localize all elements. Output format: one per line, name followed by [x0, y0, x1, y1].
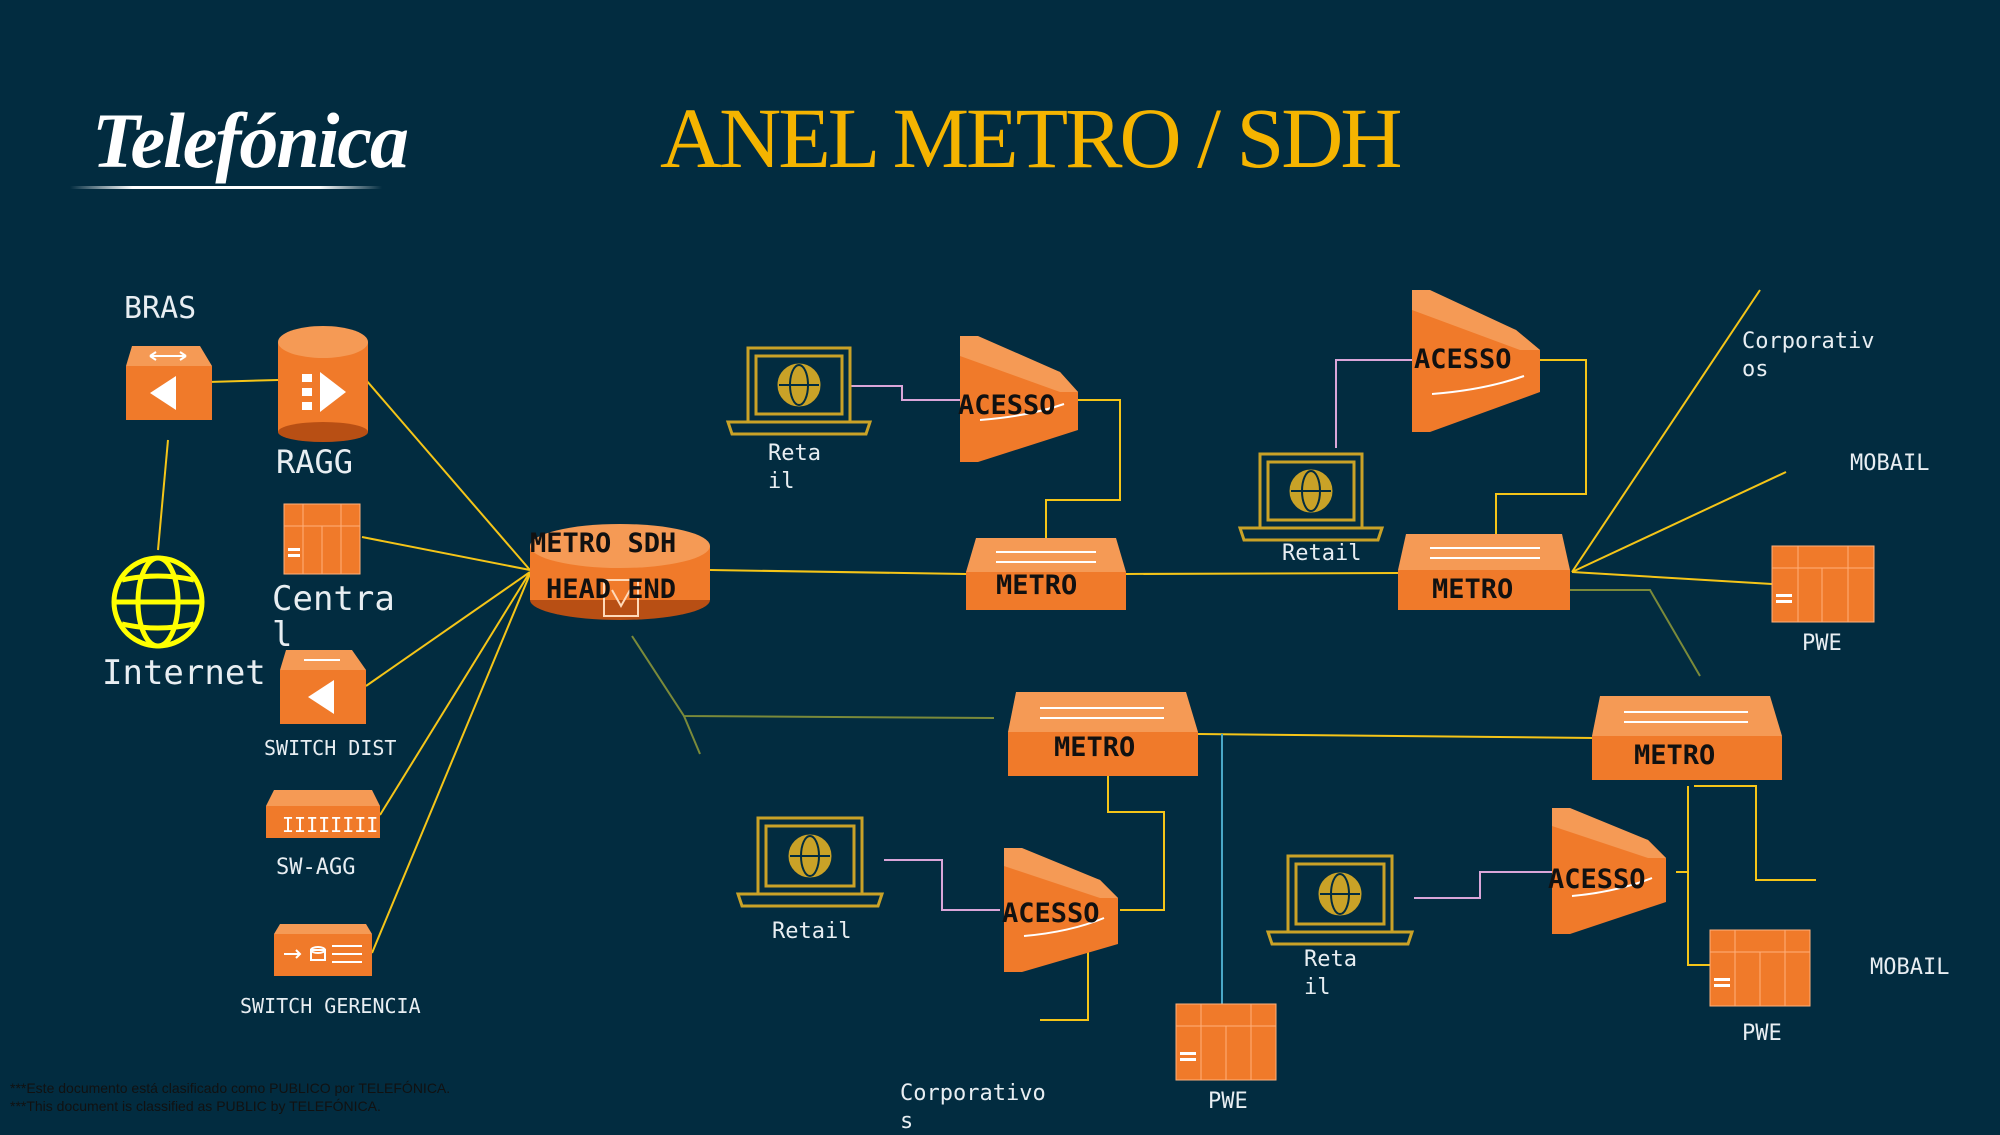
acesso-2-label: ACESSO	[1414, 344, 1512, 375]
logo-underline	[70, 186, 382, 189]
link-headend-metro3-tail	[683, 715, 701, 755]
acesso-1-device-icon[interactable]	[960, 336, 1078, 462]
central-device-icon[interactable]	[283, 503, 361, 575]
acesso-2-device-icon[interactable]	[1412, 290, 1540, 432]
internet-label: Internet	[102, 653, 266, 693]
head-end-label-line1: METRO SDH	[530, 528, 677, 559]
ragg-label: RAGG	[276, 443, 354, 481]
bras-device-icon[interactable]	[126, 346, 212, 420]
switch-gerencia-label: SWITCH GERENCIA	[240, 994, 421, 1018]
link-metro4-mobail	[1694, 785, 1816, 881]
link-ragg-headend	[365, 379, 531, 571]
link-swagg-headend	[379, 571, 531, 816]
retail-2-laptop-icon[interactable]	[1237, 452, 1385, 542]
head-end-label-line2: HEAD END	[546, 574, 677, 605]
link-headend-metro3	[631, 635, 995, 719]
retail-4-label: Reta il	[1304, 947, 1357, 1000]
link-retail3-acesso3	[884, 859, 1000, 911]
retail-2-label: Retail	[1282, 541, 1362, 566]
footer-classification-en: ***This document is classified as PUBLIC…	[10, 1098, 381, 1114]
mobail-bottom-label: MOBAIL	[1870, 955, 1950, 980]
sw-agg-device-icon[interactable]: IIIIIIII	[266, 790, 380, 838]
internet-globe-icon	[111, 555, 205, 649]
pwe-2-device-icon[interactable]	[1709, 929, 1811, 1007]
link-metro2-mobail	[1571, 471, 1787, 573]
retail-4-laptop-icon[interactable]	[1265, 854, 1415, 946]
metro-4-device-icon[interactable]	[1592, 696, 1782, 780]
switch-gerencia-device-icon[interactable]	[274, 924, 372, 976]
ragg-device-icon[interactable]	[278, 326, 368, 442]
telefonica-logo: Telefónica	[92, 97, 409, 184]
metro-sdh-head-end[interactable]	[530, 524, 710, 620]
link-headend-metro1	[709, 569, 967, 575]
link-metro2-pwe	[1571, 571, 1773, 585]
link-metro3-metro4	[1197, 733, 1595, 739]
pwe-3-device-icon[interactable]	[1175, 1003, 1277, 1081]
corporativos-top-label: Corporativ os	[1742, 329, 1875, 382]
link-metro1-acesso1	[1045, 399, 1121, 538]
link-metro2-acesso2	[1495, 359, 1587, 556]
link-metro1-metro2	[1125, 572, 1399, 575]
acesso-3-device-icon[interactable]	[1004, 848, 1118, 972]
metro-2-label: METRO	[1432, 574, 1514, 605]
pwe-1-device-icon[interactable]	[1771, 545, 1875, 623]
link-bras-internet	[157, 439, 169, 551]
acesso-1-label: ACESSO	[958, 390, 1056, 421]
link-bras-ragg	[207, 379, 279, 383]
pwe-2-label: PWE	[1742, 1021, 1782, 1046]
corporativos-bottom-label: Corporativo s	[900, 1081, 1046, 1134]
link-retail4-acesso4	[1414, 871, 1552, 899]
switch-dist-device-icon[interactable]	[280, 650, 366, 724]
mobail-top-label: MOBAIL	[1850, 451, 1930, 476]
retail-3-laptop-icon[interactable]	[735, 816, 885, 908]
link-acesso3-corporativos	[1040, 940, 1089, 1021]
pwe-3-label: PWE	[1208, 1089, 1248, 1114]
switch-dist-label: SWITCH DIST	[264, 736, 397, 760]
metro-3-device-icon[interactable]	[1008, 692, 1198, 776]
link-central-headend	[361, 536, 531, 571]
acesso-3-label: ACESSO	[1002, 898, 1100, 929]
page-title: ANEL METRO / SDH	[660, 90, 1403, 186]
link-metro4-acesso4	[1676, 786, 1689, 873]
link-metro2-corporativos	[1571, 289, 1761, 573]
svg-text:IIIIIIII: IIIIIIII	[282, 813, 378, 837]
footer-classification-es: ***Este documento está clasificado como …	[10, 1080, 451, 1096]
pwe-1-label: PWE	[1802, 631, 1842, 656]
metro-4-label: METRO	[1634, 740, 1716, 771]
link-retail1-acesso1	[850, 385, 960, 401]
metro-3-label: METRO	[1054, 732, 1136, 763]
bras-label: BRAS	[124, 291, 197, 326]
central-label: Centra l	[272, 579, 395, 655]
link-metro3-acesso3	[1107, 772, 1165, 911]
retail-1-laptop-icon[interactable]	[725, 346, 873, 436]
metro-1-device-icon[interactable]	[966, 538, 1126, 610]
acesso-4-device-icon[interactable]	[1552, 808, 1666, 934]
metro-2-device-icon[interactable]	[1398, 534, 1570, 610]
metro-1-label: METRO	[996, 570, 1078, 601]
link-retail2-acesso2	[1335, 359, 1412, 448]
retail-1-label: Reta il	[768, 441, 821, 494]
link-metro2-metro4	[1570, 589, 1701, 677]
retail-3-label: Retail	[772, 919, 852, 944]
link-switchgerencia-headend	[371, 573, 531, 954]
acesso-4-label: ACESSO	[1548, 864, 1646, 895]
link-metro4-pwe	[1687, 786, 1710, 966]
link-switchdist-headend	[365, 571, 531, 687]
sw-agg-label: SW-AGG	[276, 855, 356, 880]
